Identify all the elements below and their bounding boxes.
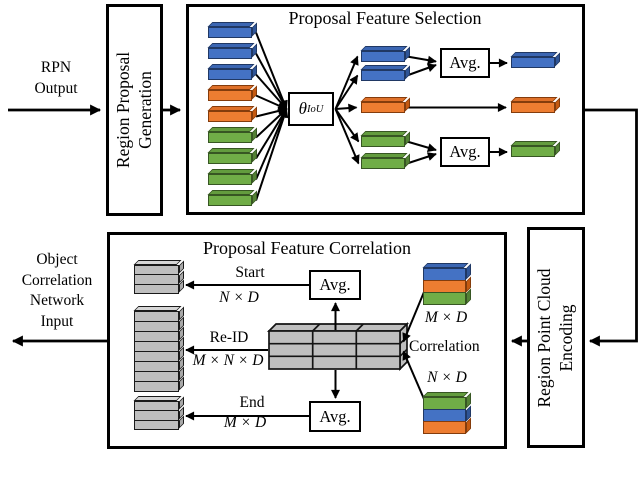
region-point-cloud-encoding-box: Region Point Cloud Encoding xyxy=(527,227,585,448)
selection-title: Proposal Feature Selection xyxy=(288,8,482,28)
avg-label: Avg. xyxy=(319,406,351,426)
avg-label: Avg. xyxy=(449,53,481,72)
theta-subscript: IoU xyxy=(307,103,324,115)
start-dim-label: N × D xyxy=(219,289,259,306)
end-dim-label: M × D xyxy=(223,414,267,431)
region-point-cloud-encoding-label: Region Point Cloud Encoding xyxy=(534,268,578,407)
rpce-line2: Encoding xyxy=(556,303,576,372)
avg-label: Avg. xyxy=(319,275,351,294)
rpn-line1: RPN xyxy=(40,59,72,76)
region-proposal-generation-label: Region Proposal Generation xyxy=(113,52,157,168)
rpn-output-label: RPN Output xyxy=(11,58,101,99)
n-stack-dim-label: N × D xyxy=(427,369,467,386)
avg-box-selection-top: Avg. xyxy=(440,48,490,78)
reid-dim-label: M × N × D xyxy=(192,352,264,369)
proposal-feature-selection-box xyxy=(186,4,585,215)
start-label: Start xyxy=(235,264,265,281)
correlation-title: Proposal Feature Correlation xyxy=(203,238,411,258)
rpg-line1: Region Proposal xyxy=(112,51,133,169)
region-proposal-generation-box: Region Proposal Generation xyxy=(106,4,163,216)
correlation-label: Correlation xyxy=(409,338,480,355)
rpg-line2: Generation xyxy=(134,71,155,149)
ocni-line4: Input xyxy=(40,312,74,330)
m-stack-dim-label: M × D xyxy=(424,309,468,326)
ocni-line3: Network xyxy=(29,292,85,309)
ocni-line2: Correlation xyxy=(21,271,93,289)
theta-symbol: θ xyxy=(298,99,307,118)
object-correlation-network-input-label: Object Correlation Network Input xyxy=(7,250,107,332)
rpce-line1: Region Point Cloud xyxy=(534,267,555,408)
ocni-line1: Object xyxy=(36,251,78,268)
reid-label: Re-ID xyxy=(209,329,249,346)
avg-label: Avg. xyxy=(449,142,481,161)
avg-box-selection-bottom: Avg. xyxy=(440,137,490,167)
avg-box-correlation-bottom: Avg. xyxy=(309,401,361,432)
rpn-line2: Output xyxy=(34,79,78,97)
avg-box-correlation-top: Avg. xyxy=(309,270,361,300)
end-label: End xyxy=(239,394,265,411)
selection-to-encoding-connector xyxy=(584,108,638,347)
